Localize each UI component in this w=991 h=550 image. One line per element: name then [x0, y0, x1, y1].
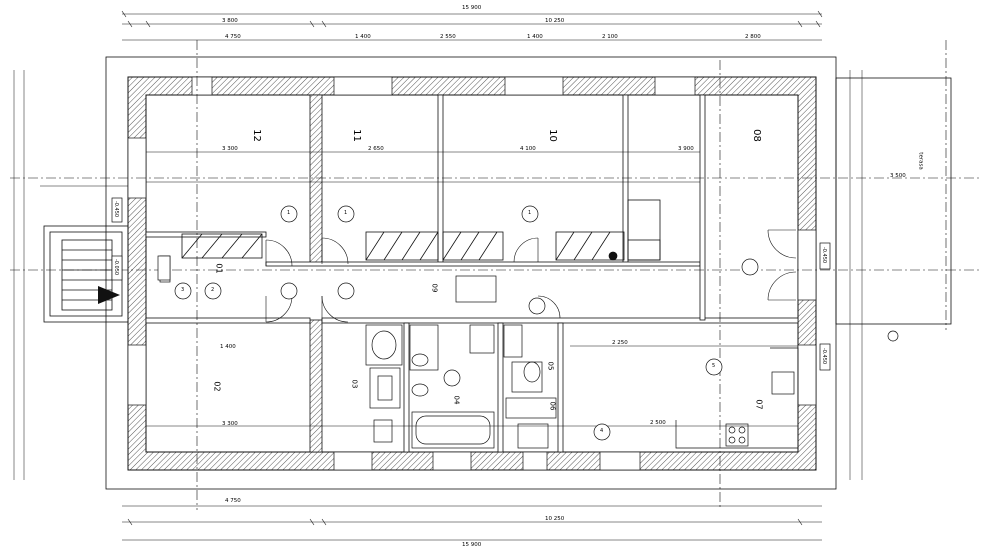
terrace-outline [835, 77, 952, 325]
level-marker-1: -0.450 [113, 200, 120, 218]
top-dimension-r2-3: 1 400 [527, 34, 543, 40]
dim-interior-1: 3 300 [222, 146, 238, 152]
marker-num-5: 3 [181, 287, 185, 293]
dimension-lines [13, 13, 863, 541]
dim-interior-3: 4 100 [520, 146, 536, 152]
dim-interior-6: 2 250 [612, 340, 628, 346]
marker-num-3: 1 [528, 210, 532, 216]
top-dimension-r2-6: 2 800 [745, 34, 761, 40]
level-marker-3: -0.450 [821, 246, 828, 264]
marker-num-1: 1 [287, 210, 291, 216]
top-dimension-r2-2: 2 550 [440, 34, 456, 40]
bottom-dimension-left: 4 750 [225, 498, 241, 504]
top-dimension-r2-1: 1 400 [355, 34, 371, 40]
level-marker-2: -0.050 [113, 258, 120, 276]
room-label-08: 08 [750, 129, 762, 142]
terrace-dim: 3 500 [890, 173, 906, 179]
circle-markers [174, 205, 899, 441]
level-markers [111, 197, 831, 371]
level-marker-4: -0.450 [821, 347, 828, 365]
dim-interior-5: 1 400 [220, 344, 236, 350]
kitchen-counter [675, 347, 799, 449]
top-total-dimension: 15 900 [462, 5, 482, 11]
interior-walls [145, 94, 799, 453]
top-dimension-seg2: 10 250 [545, 18, 565, 24]
marker-num-4: 2 [211, 287, 215, 293]
chimney [455, 275, 497, 303]
room-label-05: 05 [546, 361, 555, 371]
terrace-label: terasa [917, 152, 924, 170]
room-label-03: 03 [350, 379, 359, 389]
bottom-dimension-seg: 10 250 [545, 516, 565, 522]
dimension-ticks [121, 10, 823, 526]
room-label-09: 09 [430, 283, 439, 293]
room-label-11: 11 [350, 129, 362, 142]
dim-interior-4: 3 900 [678, 146, 694, 152]
room-label-01: 01 [214, 263, 224, 274]
room-label-12: 12 [250, 129, 262, 142]
top-dimension-seg1: 3 800 [222, 18, 238, 24]
wardrobes [181, 199, 661, 261]
room-label-02: 02 [212, 381, 222, 392]
axis-lines [10, 40, 980, 510]
top-dimension-r2-4: 2 100 [602, 34, 618, 40]
room-label-04: 04 [452, 395, 461, 405]
dim-interior-7: 2 500 [650, 420, 666, 426]
entrance-arrow [98, 286, 120, 304]
bottom-total-dimension: 15 900 [462, 542, 482, 548]
top-dimension-left: 4 750 [225, 34, 241, 40]
bathroom-fixtures [365, 324, 557, 449]
dim-interior-8: 3 300 [222, 421, 238, 427]
marker-num-7: 5 [712, 363, 716, 369]
room-label-07: 07 [754, 399, 764, 410]
marker-num-6: 4 [600, 428, 604, 434]
room-label-10: 10 [546, 129, 558, 142]
room-label-06: 06 [548, 401, 557, 411]
door-swings [265, 229, 797, 323]
marker-num-2: 1 [344, 210, 348, 216]
dim-interior-2: 2 650 [368, 146, 384, 152]
